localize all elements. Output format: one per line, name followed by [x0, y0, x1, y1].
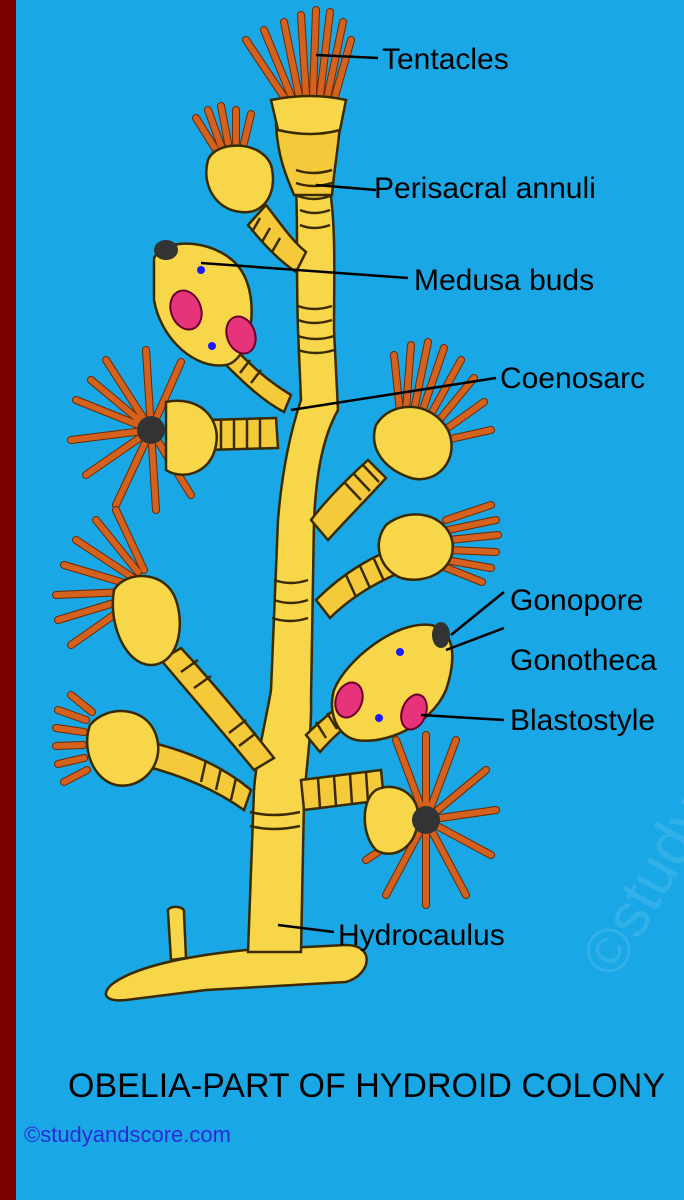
right-gonotheca — [306, 622, 452, 752]
diagram-title: OBELIA-PART OF HYDROID COLONY — [68, 1067, 665, 1105]
label-gonopore: Gonopore — [510, 584, 643, 617]
right-lower-rosette — [301, 735, 496, 905]
label-perisacral-annuli: Perisacral annuli — [374, 172, 596, 205]
blastostyle-leader — [421, 715, 504, 720]
label-hydrocaulus: Hydrocaulus — [338, 919, 505, 952]
label-gonotheca: Gonotheca — [510, 644, 657, 677]
obelia-diagram: ©studyandscore.com — [16, 0, 684, 1200]
label-coenosarc: Coenosarc — [500, 362, 645, 395]
gonopore-leader — [451, 592, 504, 635]
diagram-frame: ©studyandscore.com — [16, 0, 684, 1200]
credit-text: ©studyandscore.com — [24, 1122, 231, 1147]
label-tentacles: Tentacles — [382, 43, 509, 76]
label-blastostyle: Blastostyle — [510, 704, 655, 737]
label-medusa-buds: Medusa buds — [414, 264, 594, 297]
